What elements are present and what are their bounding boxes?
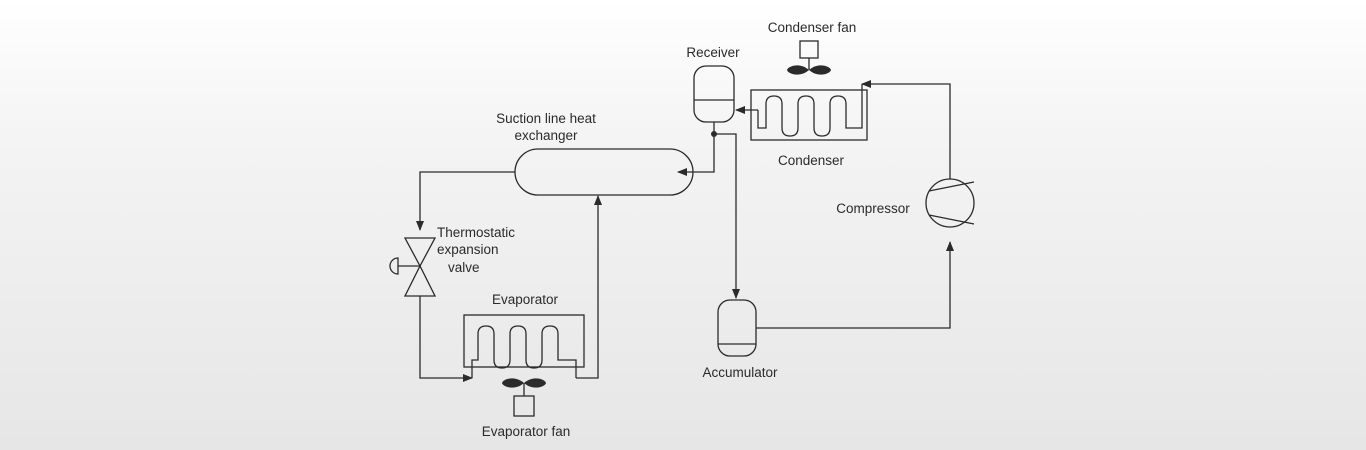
accumulator-to-compressor-line (756, 241, 954, 329)
accumulator (717, 299, 757, 357)
evaporator-coil (471, 325, 577, 378)
condenser-fan-blade-left (787, 65, 809, 75)
thermostatic-expansion-valve (389, 237, 437, 297)
receiver-label: Receiver (686, 45, 740, 60)
evaporator-fan-motor (513, 395, 535, 417)
compressor (925, 178, 975, 228)
compressor-to-condenser-line (861, 80, 951, 179)
evaporator (463, 314, 585, 378)
suction-hx-label-line2: exchanger (514, 128, 578, 143)
condenser-fan-motor (799, 40, 819, 59)
evaporator-fan (502, 378, 546, 417)
suction-line-heat-exchanger (514, 148, 694, 196)
heat-exchanger-shell (514, 148, 694, 196)
txv-bulb-actuator (389, 257, 399, 275)
condenser-fan-label: Condenser fan (768, 20, 857, 35)
receiver-to-hx-line (677, 137, 715, 176)
evaporator-box (463, 314, 585, 368)
evaporator-fan-blade-left (502, 378, 524, 388)
receiver-tank (693, 65, 735, 123)
evaporator-label: Evaporator (492, 292, 559, 307)
hx-to-accumulator-line (714, 133, 740, 299)
condenser-coil (757, 84, 863, 137)
txv-upper-triangle (403, 237, 437, 268)
compressor-label: Compressor (836, 201, 910, 216)
evaporator-fan-blade-right (524, 378, 546, 388)
condenser-fan (787, 40, 831, 75)
receiver (693, 65, 735, 137)
evaporator-to-hx-line (576, 195, 602, 379)
hx-to-txv-line (416, 171, 515, 231)
accumulator-tank (717, 299, 757, 357)
txv-label-line1: Thermostatic (437, 225, 515, 240)
txv-lower-triangle (403, 264, 437, 297)
txv-to-evaporator-line (419, 296, 473, 382)
evaporator-fan-label: Evaporator fan (482, 424, 571, 439)
txv-label-line3: valve (448, 260, 480, 275)
suction-hx-label-line1: Suction line heat (496, 111, 596, 126)
condenser (750, 84, 868, 141)
accumulator-label: Accumulator (702, 365, 778, 380)
condenser-box (750, 89, 868, 141)
condenser-fan-blade-right (809, 65, 831, 75)
txv-label-line2: expansion (437, 242, 499, 257)
condenser-label: Condenser (778, 153, 845, 168)
